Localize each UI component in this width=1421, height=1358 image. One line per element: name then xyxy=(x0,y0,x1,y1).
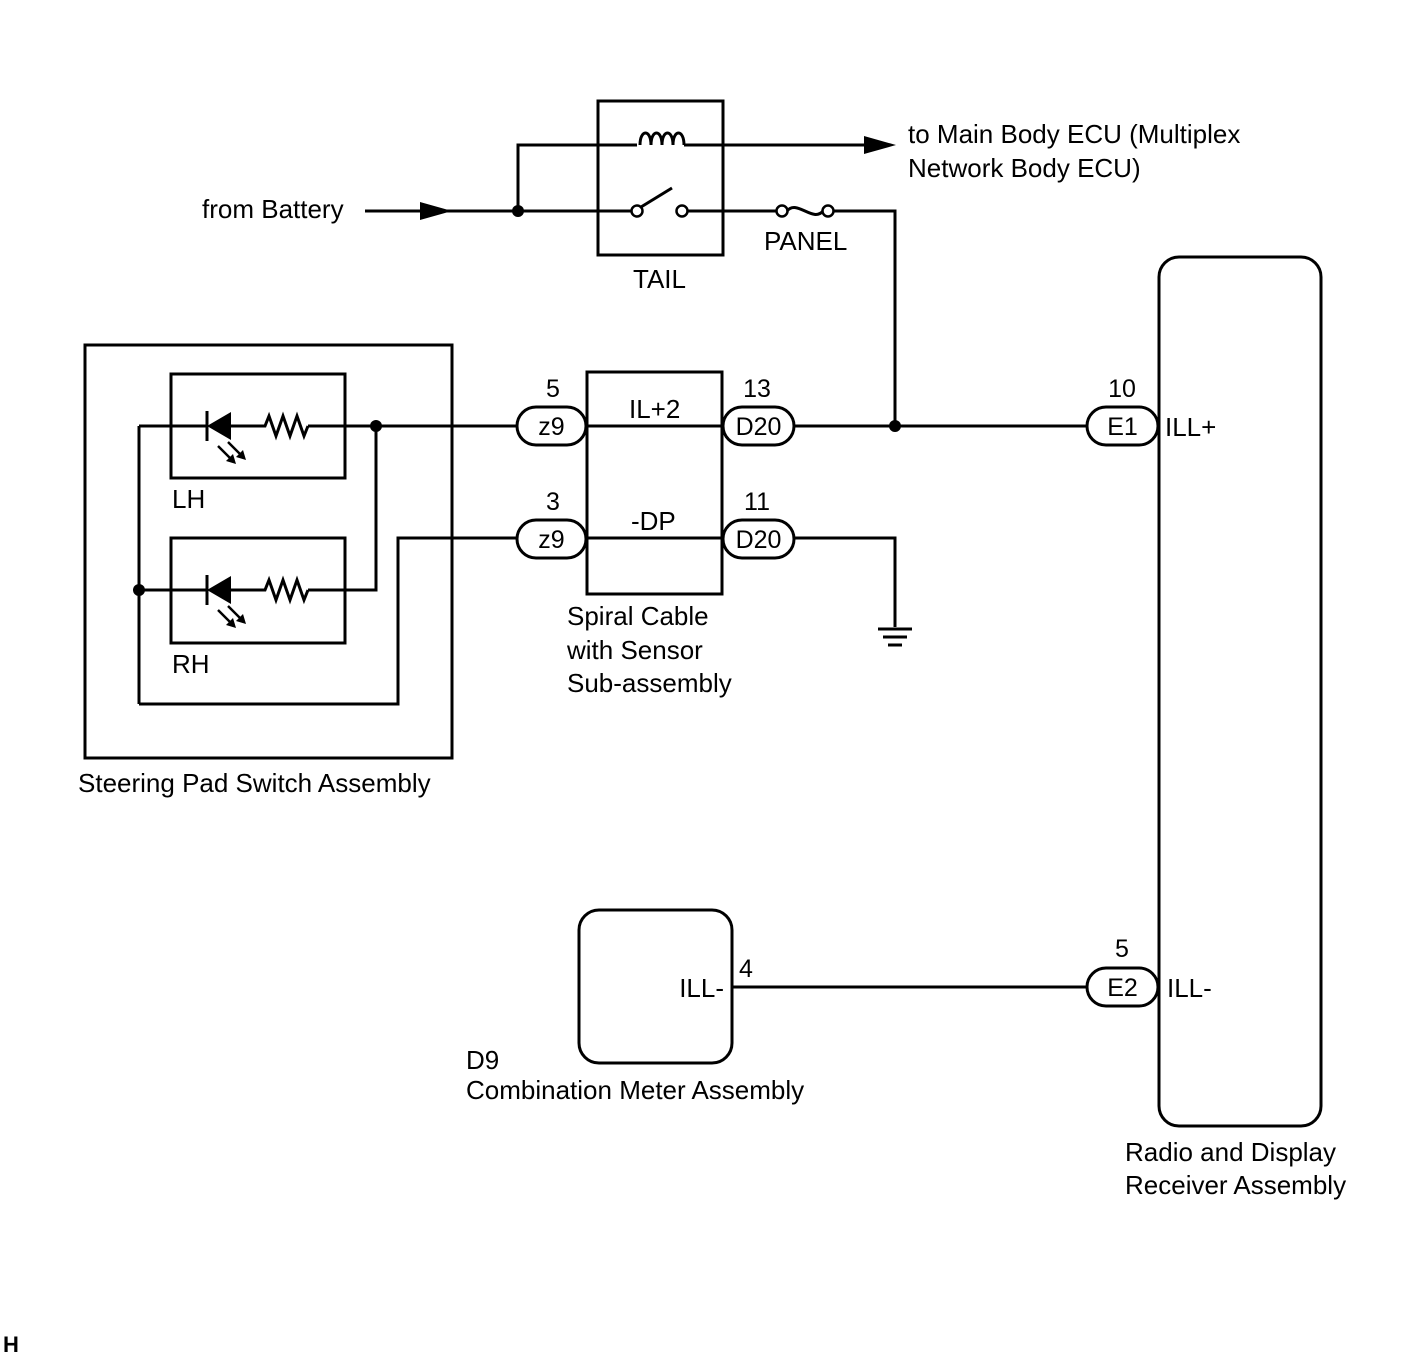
relay-coil-icon xyxy=(638,131,686,146)
corner-mark: H xyxy=(3,1332,19,1357)
connector-z9-top-code: z9 xyxy=(538,413,564,441)
steering-pad-switch-assembly: LH RH Steering Pad Switch Assembly xyxy=(78,343,519,798)
rh-label: RH xyxy=(172,649,210,679)
splice-dot xyxy=(133,584,145,596)
dp-ground-wire xyxy=(139,536,519,706)
main-body-ecu-arrow-icon xyxy=(864,136,896,154)
rh-light-emission-icon xyxy=(217,605,246,628)
connector-e1-pin: 10 xyxy=(1108,375,1136,403)
rh-resistor-icon xyxy=(231,575,310,605)
connector-e1 xyxy=(1085,405,1160,447)
panel-fuse-icon xyxy=(785,206,825,216)
lh-resistor-icon xyxy=(231,411,310,441)
steering-pad-outline xyxy=(83,343,454,760)
lh-led-icon xyxy=(207,412,231,440)
main-body-ecu-label-line2: Network Body ECU) xyxy=(908,153,1141,183)
ground-icon xyxy=(878,627,912,647)
connector-z9-bottom xyxy=(515,518,588,560)
rh-positive-wire xyxy=(308,426,378,592)
ill-negative-terminal-label: ILL- xyxy=(1167,973,1212,1003)
meter-code-label: D9 xyxy=(466,1045,499,1075)
relay-contact-icon xyxy=(630,204,644,218)
il2-signal-label: IL+2 xyxy=(629,394,680,424)
tail-relay-label: TAIL xyxy=(633,264,686,294)
ill-positive-terminal-label: ILL+ xyxy=(1165,412,1216,442)
connector-d20-bottom-code: D20 xyxy=(736,526,782,554)
connector-d20-top-pin: 13 xyxy=(743,375,771,403)
radio-display-receiver-assembly: E1 10 ILL+ E2 5 ILL- Radio and Display R… xyxy=(1085,255,1346,1200)
connector-e1-code: E1 xyxy=(1107,413,1138,441)
meter-ill-negative-terminal-label: ILL- xyxy=(679,973,724,1003)
meter-name-label: Combination Meter Assembly xyxy=(466,1075,804,1105)
lh-light-emission-icon xyxy=(217,441,246,464)
fuse-terminal-icon xyxy=(821,204,835,218)
tail-relay-box xyxy=(596,99,725,257)
spiral-cable-label-line3: Sub-assembly xyxy=(567,668,732,698)
connector-e2 xyxy=(1085,966,1160,1008)
spiral-cable-label-line1: Spiral Cable xyxy=(567,601,709,631)
spiral-cable-section: IL+2 -DP Spiral Cable with Sensor Sub-as… xyxy=(515,370,796,698)
connector-e2-code: E2 xyxy=(1107,974,1138,1002)
spiral-cable-box xyxy=(585,370,724,596)
dp-to-ground-wire xyxy=(794,536,897,627)
connector-z9-bottom-code: z9 xyxy=(538,526,564,554)
panel-fuse-label: PANEL xyxy=(764,226,847,256)
dp-signal-label: -DP xyxy=(631,506,676,536)
power-supply-section: from Battery TAIL PANEL to Main Body ECU… xyxy=(202,99,1240,426)
steering-pad-label: Steering Pad Switch Assembly xyxy=(78,768,431,798)
harness-wires xyxy=(732,420,1089,989)
lh-label: LH xyxy=(172,484,205,514)
connector-d20-top-code: D20 xyxy=(736,413,782,441)
relay-contact-icon xyxy=(675,204,689,218)
connector-z9-top xyxy=(515,405,588,447)
relay-switch-blade-icon xyxy=(640,186,673,209)
spiral-cable-label-line2: with Sensor xyxy=(566,635,703,665)
combination-meter-assembly: ILL- 4 D9 Combination Meter Assembly xyxy=(466,908,804,1105)
combination-meter-box xyxy=(577,908,734,1065)
rh-led-icon xyxy=(207,576,231,604)
radio-label-line1: Radio and Display xyxy=(1125,1137,1336,1167)
battery-arrow-icon xyxy=(420,202,452,220)
from-battery-label: from Battery xyxy=(202,194,344,224)
coil-feed-wire xyxy=(516,143,637,211)
meter-pin-label: 4 xyxy=(739,955,753,983)
fuse-to-illumination-wire xyxy=(834,209,897,426)
connector-z9-top-pin: 5 xyxy=(546,375,560,403)
radio-label-line2: Receiver Assembly xyxy=(1125,1170,1346,1200)
splice-dot xyxy=(889,420,901,432)
connector-d20-bottom-pin: 11 xyxy=(744,488,770,516)
connector-e2-pin: 5 xyxy=(1115,935,1129,963)
radio-receiver-box xyxy=(1157,255,1323,1128)
fuse-terminal-icon xyxy=(775,204,789,218)
main-body-ecu-label-line1: to Main Body ECU (Multiplex xyxy=(908,119,1240,149)
connector-z9-bottom-pin: 3 xyxy=(546,488,560,516)
